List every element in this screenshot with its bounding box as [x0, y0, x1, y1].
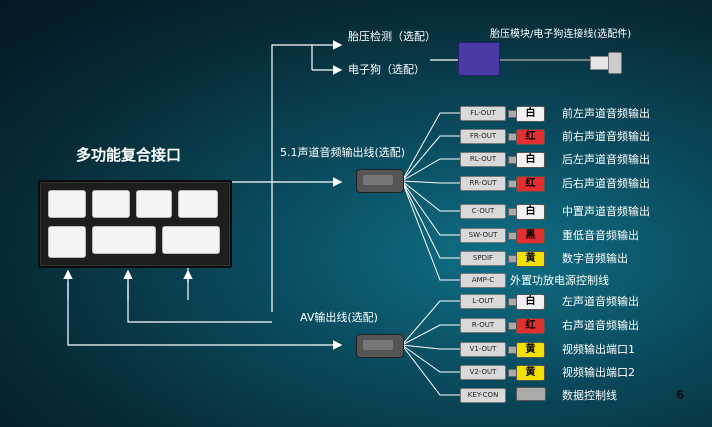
- rca-plug-icon: 红: [508, 176, 545, 192]
- output-code-box: C-OUT: [460, 204, 506, 219]
- rca-color-label: 红: [516, 176, 545, 192]
- output-description: 后右声道音频输出: [562, 177, 650, 190]
- tire-module-cable-label: 胎压模块/电子狗连接线(选配件): [490, 29, 632, 40]
- rca-color-label: 白: [516, 204, 545, 220]
- composite-connector-panel: [38, 180, 232, 268]
- fan-wire-3: [401, 344, 460, 373]
- rca-plug-icon: 黄: [508, 342, 545, 358]
- tire-connector-cap-icon: [608, 52, 622, 74]
- rca-color-label: 红: [516, 129, 545, 145]
- tire-pressure-input-label: 胎压检测（选配）: [348, 30, 436, 43]
- output-description: 左声道音频输出: [562, 295, 639, 308]
- output-description: 视频输出端口2: [562, 366, 635, 379]
- output-code-box: V1-OUT: [460, 342, 506, 357]
- rca-plug-icon: 红: [508, 129, 545, 145]
- output-description: 中置声道音频输出: [562, 205, 650, 218]
- rca-color-label: 黄: [516, 251, 545, 267]
- output-description: 前右声道音频输出: [562, 130, 650, 143]
- audio51-module-icon: [356, 169, 404, 193]
- tire-module-icon: [458, 42, 500, 76]
- output-description: 右声道音频输出: [562, 319, 639, 332]
- rca-plug-icon: 黄: [508, 365, 545, 381]
- output-code-box: V2-OUT: [460, 365, 506, 380]
- rca-plug-icon: 白: [508, 294, 545, 310]
- fan-wire-2: [401, 344, 460, 350]
- fan-wire-1: [401, 324, 460, 346]
- output-description: 外置功放电源控制线: [510, 274, 609, 287]
- rca-plug-icon: 黄: [508, 251, 545, 267]
- fan-wire-5: [401, 180, 460, 236]
- connector-plug-3: [136, 190, 172, 218]
- output-code-box: L-OUT: [460, 294, 506, 309]
- rca-color-label: 黄: [516, 342, 545, 358]
- rca-color-label: 黑: [516, 228, 545, 244]
- fan-wire-4: [401, 180, 460, 212]
- connector-plug-1: [48, 190, 86, 218]
- fan-wire-0: [401, 112, 460, 182]
- rca-plug-icon: 白: [508, 152, 545, 168]
- output-code-box: AMP-C: [460, 273, 506, 288]
- rca-color-label: 白: [516, 152, 545, 168]
- fan-wire-6: [401, 180, 460, 259]
- rca-color-label: 白: [516, 106, 545, 122]
- output-description: 前左声道音频输出: [562, 107, 650, 120]
- output-code-box: FL-OUT: [460, 106, 506, 121]
- av-module-icon: [356, 334, 404, 358]
- output-code-box: SW-OUT: [460, 228, 506, 243]
- output-code-box: FR-OUT: [460, 129, 506, 144]
- output-description: 数字音频输出: [562, 252, 628, 265]
- connector-plug-7: [162, 226, 220, 254]
- output-description: 数据控制线: [562, 389, 617, 402]
- output-code-box: SPDIF: [460, 251, 506, 266]
- audio51-cable-label: 5.1声道音频输出线(选配): [280, 146, 406, 159]
- rca-plug-icon: 白: [508, 106, 545, 122]
- key-con-connector-icon: [516, 387, 546, 401]
- rca-color-label: 白: [516, 294, 545, 310]
- e-dog-input-label: 电子狗（选配）: [348, 63, 425, 76]
- fan-wire-0: [401, 300, 460, 346]
- page-number: 6: [676, 388, 685, 402]
- rca-plug-icon: 黑: [508, 228, 545, 244]
- output-code-box: RL-OUT: [460, 152, 506, 167]
- av-cable-label: AV输出线(选配): [300, 311, 378, 324]
- connector-plug-5: [48, 226, 86, 258]
- fan-wire-4: [401, 344, 460, 396]
- connector-plug-6: [92, 226, 156, 254]
- output-code-box: RR-OUT: [460, 176, 506, 191]
- output-code-box: R-OUT: [460, 318, 506, 333]
- output-description: 视频输出端口1: [562, 343, 635, 356]
- rca-plug-icon: 白: [508, 204, 545, 220]
- output-code-box: KEY-CON: [460, 388, 506, 403]
- fan-wire-7: [401, 180, 460, 281]
- fan-wire-1: [401, 135, 460, 182]
- connector-plug-4: [178, 190, 218, 218]
- fan-wire-3: [401, 180, 460, 184]
- rca-color-label: 红: [516, 318, 545, 334]
- output-description: 后左声道音频输出: [562, 153, 650, 166]
- rca-color-label: 黄: [516, 365, 545, 381]
- rca-plug-icon: 红: [508, 318, 545, 334]
- page-title: 多功能复合接口: [76, 146, 182, 164]
- fan-wire-2: [401, 158, 460, 182]
- connector-plug-2: [92, 190, 130, 218]
- output-description: 重低音音频输出: [562, 229, 639, 242]
